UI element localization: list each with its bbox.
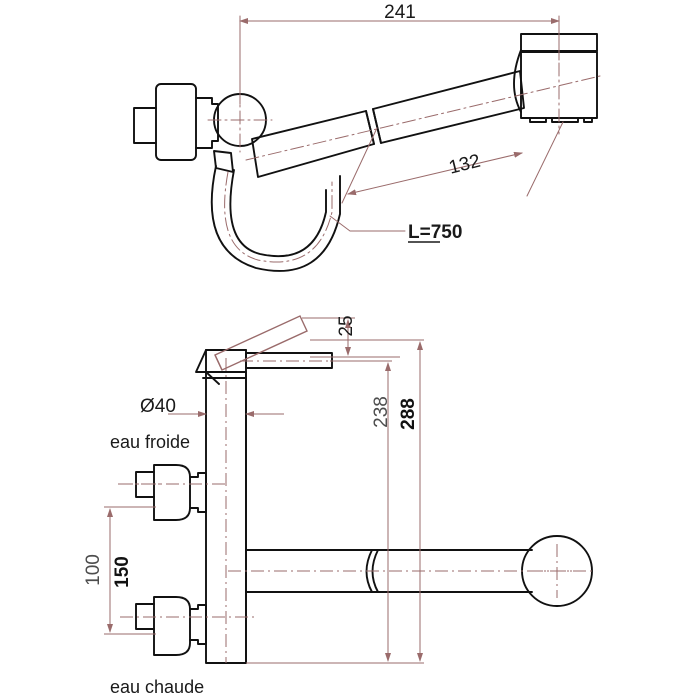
- top-view-geometry: [133, 33, 598, 272]
- dim-label-d40: Ø40: [140, 396, 176, 417]
- dim-label-132: 132: [447, 151, 483, 179]
- top-hose-inner: [229, 169, 327, 258]
- top-hose-collar: [213, 150, 234, 173]
- front-lever-down: [245, 352, 333, 369]
- top-valve-stub: [133, 107, 157, 144]
- front-hot-valve-body: [153, 596, 191, 656]
- top-spout-arm-outer: [372, 70, 525, 144]
- top-view-dimensions: [239, 15, 564, 232]
- front-lever-raised: [214, 315, 308, 371]
- top-spout-joint-band: [365, 110, 375, 145]
- top-end-foot-2: [551, 117, 579, 123]
- top-valve-body: [155, 83, 197, 161]
- front-head-bevel: [195, 349, 207, 373]
- dim-label-150: 150: [112, 556, 133, 588]
- top-end-housing: [520, 51, 598, 119]
- dim-label-100: 100: [83, 554, 104, 586]
- top-view-centerlines: [207, 39, 601, 263]
- dim-label-25: 25: [336, 315, 357, 336]
- top-hex-nut: [195, 97, 219, 149]
- top-end-foot-3: [583, 117, 593, 123]
- front-view-geometry: [135, 349, 593, 664]
- top-end-foot-1: [529, 117, 547, 123]
- dim-132-line: [347, 151, 523, 196]
- front-view-centerlines: [118, 358, 596, 663]
- leader-L750: [329, 215, 406, 232]
- top-hose-outer: [210, 165, 341, 272]
- front-cold-valve-body: [153, 464, 191, 521]
- label-hose-length: L=750: [408, 222, 462, 243]
- front-hot-valve-nut: [189, 604, 207, 645]
- label-hot-water: eau chaude: [110, 677, 204, 697]
- front-view-dimensions: [104, 317, 424, 664]
- front-cold-valve-nut: [189, 472, 207, 513]
- front-hot-valve-stub: [135, 603, 155, 630]
- label-cold-water: eau froide: [110, 432, 190, 452]
- dim-label-238: 238: [371, 396, 392, 428]
- dim-label-241: 241: [384, 2, 416, 23]
- dim-label-288: 288: [398, 398, 419, 430]
- top-spout-end-seam: [513, 49, 522, 113]
- dim-132-ext-b: [526, 121, 564, 197]
- front-head-chamfer2: [205, 371, 220, 385]
